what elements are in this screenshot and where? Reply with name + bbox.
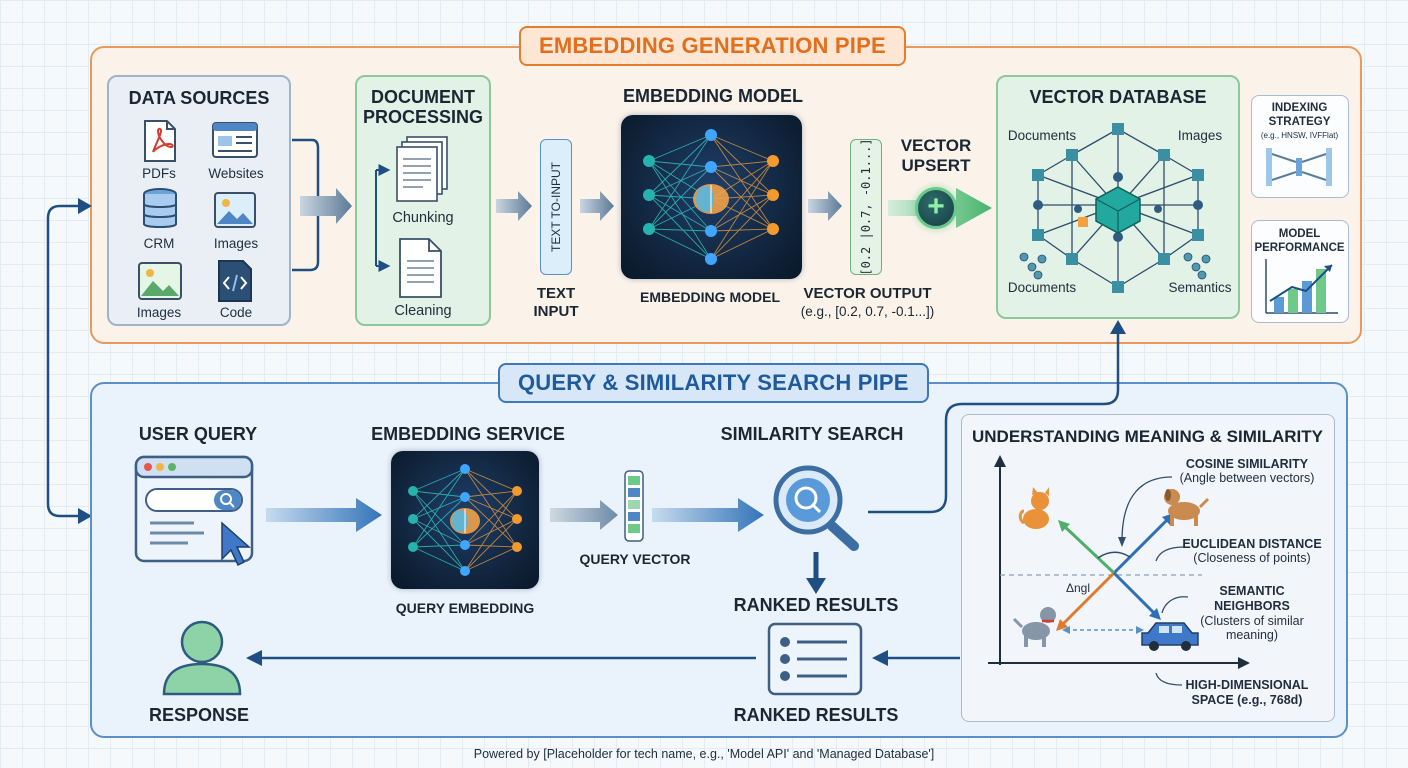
euclidean-distance-sub: (Closeness of points) [1193,551,1311,565]
understanding-title: UNDERSTANDING MEANING & SIMILARITY [971,427,1323,446]
document-processing-title-1: DOCUMENT [371,87,475,107]
cat-icon [1018,487,1049,529]
ranked-results-top-label: RANKED RESULTS [733,595,899,615]
vector-database-title: VECTOR DATABASE [1029,87,1207,107]
query-embedding-caption: QUERY EMBEDDING [395,600,535,616]
document-processing-title-2: PROCESSING [362,107,484,127]
embedding-model-caption: EMBEDDING MODEL [640,289,780,305]
embedding-model-network [621,115,802,279]
cosine-similarity-title: COSINE SIMILARITY [1185,457,1309,471]
model-performance-title-2: PERFORMANCE [1254,242,1345,254]
query-similarity-search-pipe-title: QUERY & SIMILARITY SEARCH PIPE [498,363,929,403]
high-dimensional-title-2: SPACE (e.g., 768d) [1191,693,1303,707]
data-sources-title: DATA SOURCES [128,88,270,108]
euclidean-distance-title: EUCLIDEAN DISTANCE [1182,537,1322,551]
data-sources-panel: DATA SOURCES PDFs Websites CRM Images Im… [107,75,291,326]
vector-space-diagram [988,455,1250,686]
vector-db-label-semantics: Semantics [1168,280,1232,295]
semantic-neighbors-sub-2: meaning) [1225,628,1279,642]
vector-db-label-documents: Documents [1007,128,1077,143]
vector-upsert-plus-icon: + [915,187,957,229]
image-icon [214,192,256,228]
index-structure-icon [1266,148,1332,186]
similarity-search-title: SIMILARITY SEARCH [720,424,904,444]
chunking-label: Chunking [392,210,454,226]
magnifier-icon [773,465,859,551]
angle-label: Δngl [1065,581,1091,595]
code-file-icon [218,260,252,302]
query-vector-icon [624,470,644,542]
highlighted-cube [1095,186,1141,234]
indexing-strategy-card: INDEXING STRATEGY (e.g., HNSW, IVFFlat) [1251,95,1349,198]
database-icon [143,188,177,228]
embedding-service-network [391,451,539,589]
source-label-code: Code [219,305,253,320]
car-icon [1141,622,1199,651]
text-input-caption-2: INPUT [533,303,579,320]
model-performance-card: MODEL PERFORMANCE [1251,220,1349,323]
indexing-strategy-title-1: INDEXING [1271,102,1328,114]
embedding-model-title: EMBEDDING MODEL [623,86,803,106]
cursor-icon [221,521,251,567]
dog-icon [1012,607,1056,647]
semantic-neighbors-title-1: SEMANTIC [1219,584,1285,598]
vector-db-label-documents-2: Documents [1007,280,1077,295]
document-icon [399,238,442,298]
response-label: RESPONSE [148,705,250,725]
vector-upsert-title-1: VECTOR [900,136,972,155]
embedding-service-title: EMBEDDING SERVICE [371,424,565,444]
embedding-generation-pipe-title: EMBEDDING GENERATION PIPE [519,26,906,66]
brain-icon [450,508,480,534]
understanding-similarity-panel: UNDERSTANDING MEANING & SIMILARITY [961,414,1335,722]
ranked-list-icon [767,622,863,696]
query-vector-caption: QUERY VECTOR [579,551,691,567]
model-performance-title-1: MODEL [1278,228,1321,240]
user-query-title: USER QUERY [138,424,258,444]
cosine-similarity-sub: (Angle between vectors) [1179,471,1315,485]
dog-icon [1164,489,1210,526]
vector-output-pill: [0.2 |0.7, -0.1...] [850,138,882,276]
document-stack-icon [396,136,448,202]
high-dimensional-title-1: HIGH-DIMENSIONAL [1185,678,1309,692]
image-icon [138,262,182,300]
text-input-caption-1: TEXT [536,285,576,302]
neural-network-icon [643,129,779,265]
vector-db-label-images: Images [1177,128,1223,143]
pdf-icon [144,120,176,162]
cleaning-label: Cleaning [394,303,452,319]
semantic-neighbors-sub-1: (Clusters of similar [1200,614,1304,628]
source-label-websites: Websites [208,166,264,181]
vector-output-title: VECTOR OUTPUT [803,285,932,302]
vector-graph-icon [1019,123,1211,293]
website-icon [212,122,258,158]
source-label-images-2: Images [136,305,182,320]
source-label-images: Images [213,236,259,251]
indexing-strategy-title-2: STRATEGY [1268,116,1331,128]
vector-database-panel: VECTOR DATABASE [996,75,1240,319]
document-processing-panel: DOCUMENT PROCESSING Chunking Cleaning [355,75,491,326]
source-label-crm: CRM [143,236,175,251]
brain-icon [693,184,729,214]
footer-powered-by: Powered by [Placeholder for tech name, e… [473,747,935,761]
indexing-strategy-example: (e.g., HNSW, IVFFlat) [1260,131,1339,140]
semantic-neighbors-title-2: NEIGHBORS [1214,599,1290,613]
vector-upsert-title-2: UPSERT [901,156,971,175]
bar-chart-icon [1265,259,1338,314]
ranked-results-bottom-label: RANKED RESULTS [733,705,899,725]
vector-output-example: (e.g., [0.2, 0.7, -0.1...]) [800,304,935,319]
user-avatar-icon [162,620,242,696]
search-browser-icon [134,455,254,567]
source-label-pdfs: PDFs [142,166,176,181]
text-input-pill: TEXT TO-INPUT [540,139,572,275]
neural-network-icon [408,464,522,576]
